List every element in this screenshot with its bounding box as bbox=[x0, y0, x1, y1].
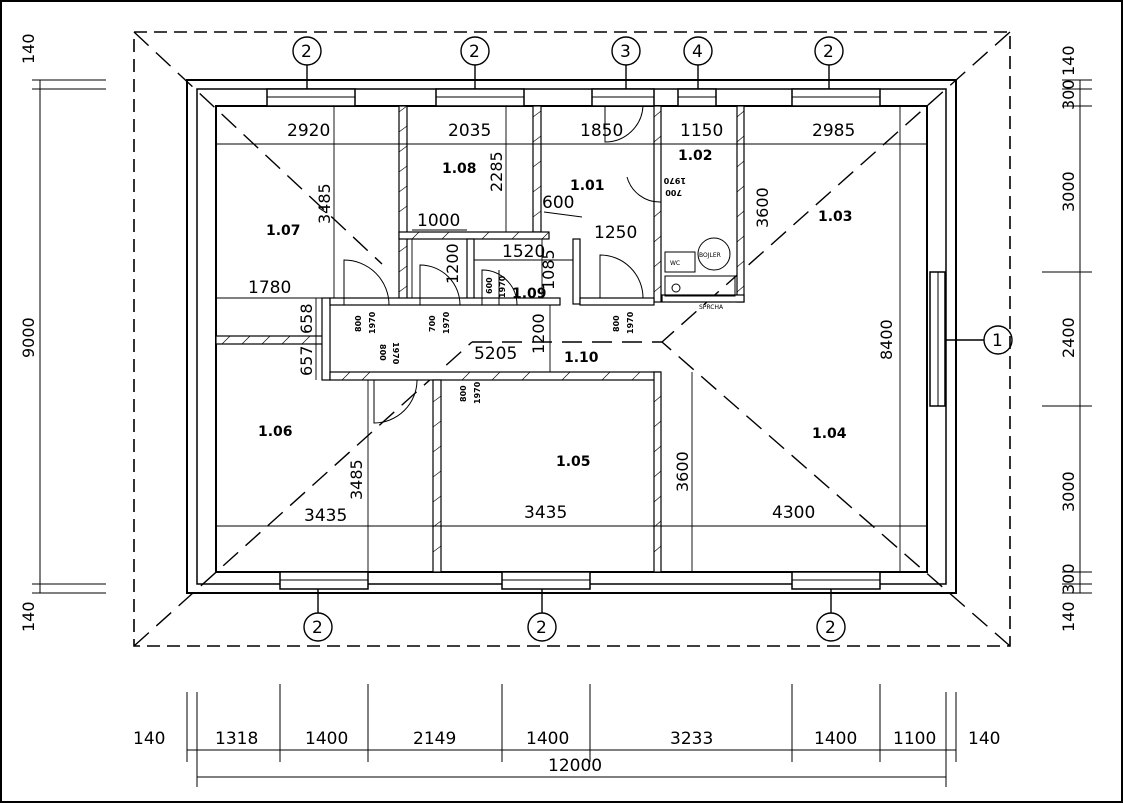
interior-walls bbox=[215, 105, 745, 573]
dim-room-108-height: 2285 bbox=[487, 151, 506, 192]
dim-right-2: 300 bbox=[1059, 79, 1078, 110]
dim-bottom-1: 140 bbox=[133, 729, 165, 749]
window-mark-2: 2 bbox=[469, 42, 480, 62]
dim-658: 658 bbox=[297, 303, 316, 334]
door-7-height: 1970 bbox=[663, 176, 686, 185]
dim-1200-b: 1200 bbox=[529, 313, 548, 354]
dim-1780: 1780 bbox=[248, 278, 291, 298]
dim-3600-upper: 3600 bbox=[753, 187, 772, 228]
dim-600: 600 bbox=[542, 193, 574, 213]
door-1-height: 1970 bbox=[368, 311, 377, 334]
room-1-03: 1.03 bbox=[818, 209, 853, 225]
windows-bottom bbox=[279, 571, 881, 590]
dim-room-106-height: 3485 bbox=[347, 459, 366, 500]
dim-right-3: 3000 bbox=[1059, 171, 1078, 212]
dim-total-width: 12000 bbox=[548, 756, 602, 776]
dim-top-3: 1850 bbox=[580, 121, 623, 141]
dim-right-7: 140 bbox=[1059, 601, 1078, 632]
dim-bottom-inner-3: 4300 bbox=[772, 503, 815, 523]
room-1-05: 1.05 bbox=[556, 454, 591, 470]
shower-label: SPRCHA bbox=[699, 304, 724, 311]
door-4-height: 1970 bbox=[626, 311, 635, 334]
dim-1200-a: 1200 bbox=[443, 243, 462, 284]
door-5-width: 800 bbox=[378, 344, 387, 361]
dim-8400: 8400 bbox=[877, 319, 896, 360]
dim-top-2: 2035 bbox=[448, 121, 491, 141]
dim-left-3: 140 bbox=[19, 601, 38, 632]
window-mark-3: 3 bbox=[620, 42, 631, 62]
room-1-09: 1.09 bbox=[512, 286, 547, 302]
dim-3600-lower: 3600 bbox=[673, 451, 692, 492]
dim-bottom-6: 3233 bbox=[670, 729, 713, 749]
dim-1085: 1085 bbox=[539, 249, 558, 290]
dim-657: 657 bbox=[297, 345, 316, 376]
bathroom-fixtures: WC BOJLER SPRCHA bbox=[664, 237, 736, 311]
door-4-width: 800 bbox=[612, 315, 621, 332]
window-mark-1: 2 bbox=[301, 42, 312, 62]
dim-bottom-inner-1: 3435 bbox=[304, 506, 347, 526]
windows-top bbox=[266, 88, 881, 107]
door-3-height: 1970 bbox=[498, 275, 507, 298]
dim-right-6: 300 bbox=[1059, 563, 1078, 594]
room-1-10: 1.10 bbox=[564, 350, 599, 366]
dim-bottom-4: 2149 bbox=[413, 729, 456, 749]
dim-right-5: 3000 bbox=[1059, 471, 1078, 512]
door-3-width: 600 bbox=[485, 277, 494, 294]
room-1-04: 1.04 bbox=[812, 426, 847, 442]
dim-left-2: 9000 bbox=[19, 317, 38, 358]
roof-outline bbox=[133, 31, 1011, 647]
wall-hatching bbox=[221, 105, 745, 553]
door-2-height: 1970 bbox=[442, 311, 451, 334]
door-6-width: 800 bbox=[459, 385, 468, 402]
door-swings bbox=[343, 105, 662, 424]
dim-bottom-2: 1318 bbox=[215, 729, 258, 749]
dim-bottom-7: 1400 bbox=[814, 729, 857, 749]
dim-bottom-inner-2: 3435 bbox=[524, 503, 567, 523]
dim-bottom-8: 1100 bbox=[893, 729, 936, 749]
wc-label: WC bbox=[670, 260, 680, 267]
dim-1520: 1520 bbox=[502, 242, 545, 262]
room-1-07: 1.07 bbox=[266, 223, 301, 239]
room-1-08: 1.08 bbox=[442, 161, 477, 177]
dim-room-107-height: 3485 bbox=[315, 183, 334, 224]
window-mark-8: 2 bbox=[825, 618, 836, 638]
dim-top-5: 2985 bbox=[812, 121, 855, 141]
dim-bottom-5: 1400 bbox=[526, 729, 569, 749]
door-2-width: 700 bbox=[428, 315, 437, 332]
window-marks bbox=[292, 36, 1013, 642]
room-1-02: 1.02 bbox=[678, 148, 713, 164]
window-mark-4: 4 bbox=[692, 42, 703, 62]
door-1-width: 800 bbox=[354, 315, 363, 332]
dim-right-4: 2400 bbox=[1059, 317, 1078, 358]
window-mark-5: 2 bbox=[823, 42, 834, 62]
window-mark-6: 2 bbox=[312, 618, 323, 638]
room-1-06: 1.06 bbox=[258, 424, 293, 440]
dim-bottom-9: 140 bbox=[968, 729, 1000, 749]
dim-1000: 1000 bbox=[417, 211, 460, 231]
dim-right-1: 140 bbox=[1059, 45, 1078, 76]
boiler-label: BOJLER bbox=[699, 252, 721, 259]
window-mark-7: 2 bbox=[536, 618, 547, 638]
door-5-height: 1970 bbox=[391, 342, 400, 365]
dim-top-4: 1150 bbox=[680, 121, 723, 141]
dim-1250: 1250 bbox=[594, 223, 637, 243]
door-7-width: 700 bbox=[665, 188, 682, 197]
door-6-height: 1970 bbox=[473, 381, 482, 404]
dim-5205: 5205 bbox=[474, 344, 517, 364]
dim-left-1: 140 bbox=[19, 33, 38, 64]
dimension-chains bbox=[32, 79, 1092, 787]
room-1-01: 1.01 bbox=[570, 178, 605, 194]
internal-dimension-lines bbox=[216, 106, 927, 572]
dim-bottom-3: 1400 bbox=[305, 729, 348, 749]
door-mark-entrance: 1 bbox=[992, 331, 1003, 351]
dim-top-1: 2920 bbox=[287, 121, 330, 141]
